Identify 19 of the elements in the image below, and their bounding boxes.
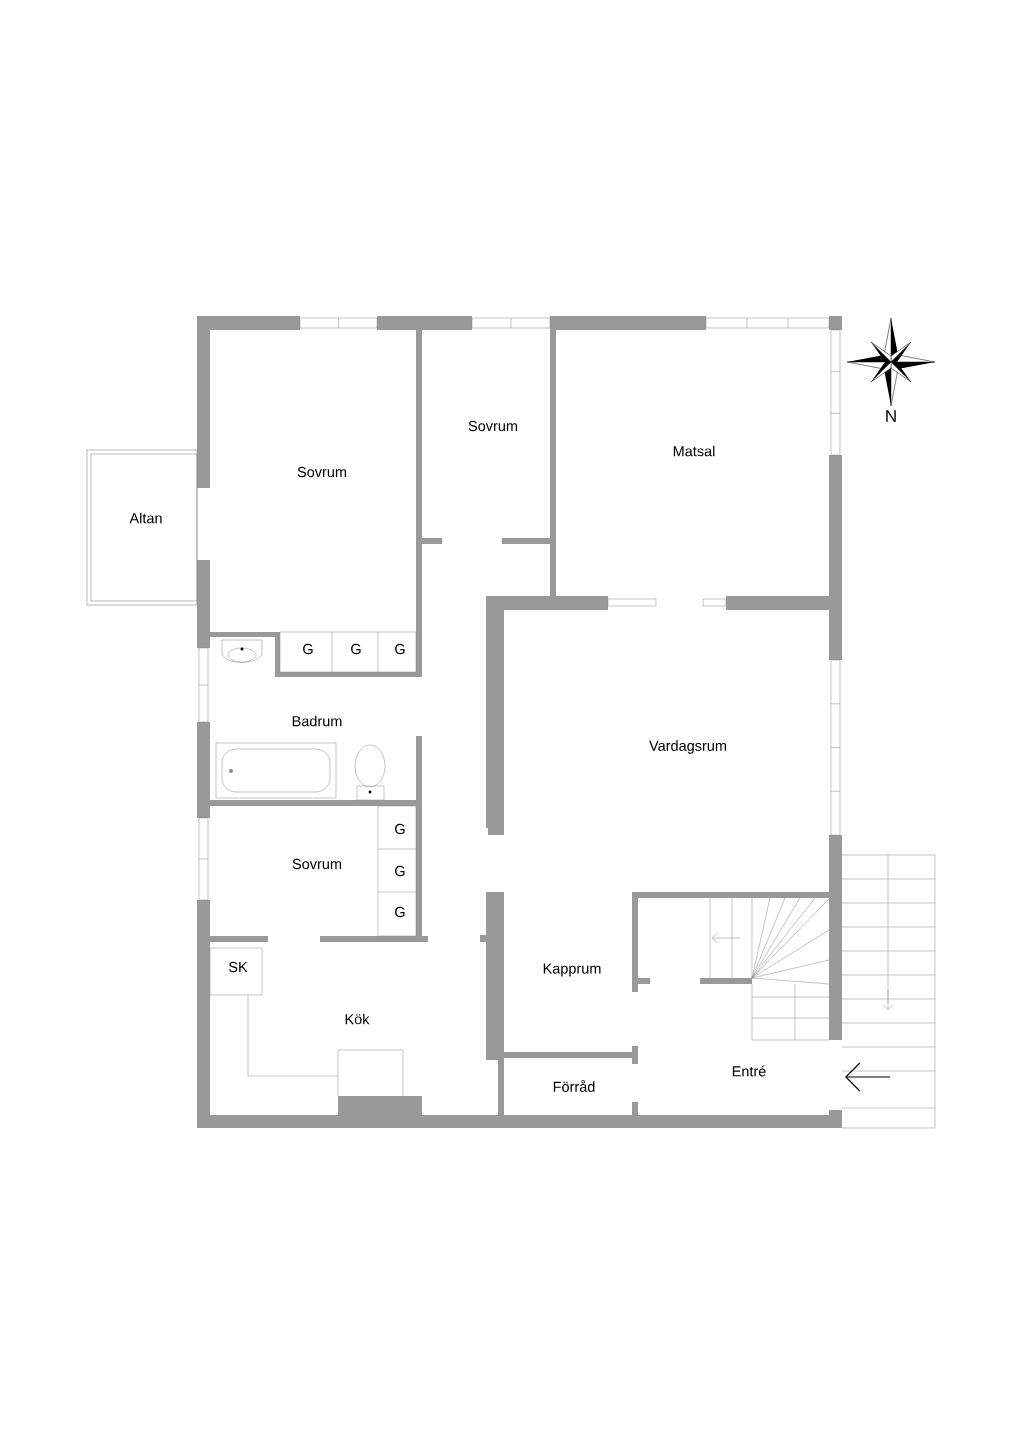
- wardrobe-label: G: [395, 823, 405, 835]
- room-label: Kök: [345, 1013, 370, 1025]
- wardrobe-label: G: [351, 643, 361, 655]
- room-label: SK: [229, 961, 248, 973]
- room-label: Sovrum: [468, 420, 518, 432]
- room-label: Sovrum: [297, 466, 347, 478]
- room-label: Sovrum: [292, 858, 342, 870]
- wardrobe-label: G: [395, 643, 405, 655]
- room-label: Vardagsrum: [649, 740, 726, 754]
- room-label: Kapprum: [543, 963, 601, 977]
- wardrobe-label: G: [395, 906, 405, 918]
- room-label: Förråd: [553, 1080, 595, 1092]
- room-label: Badrum: [292, 715, 342, 727]
- compass-letter: N: [886, 410, 896, 422]
- wardrobe-label: G: [395, 865, 405, 877]
- room-label: Entré: [732, 1065, 766, 1077]
- wardrobe-label: G: [303, 643, 313, 655]
- room-label: Altan: [129, 512, 162, 524]
- room-label: Matsal: [673, 445, 715, 457]
